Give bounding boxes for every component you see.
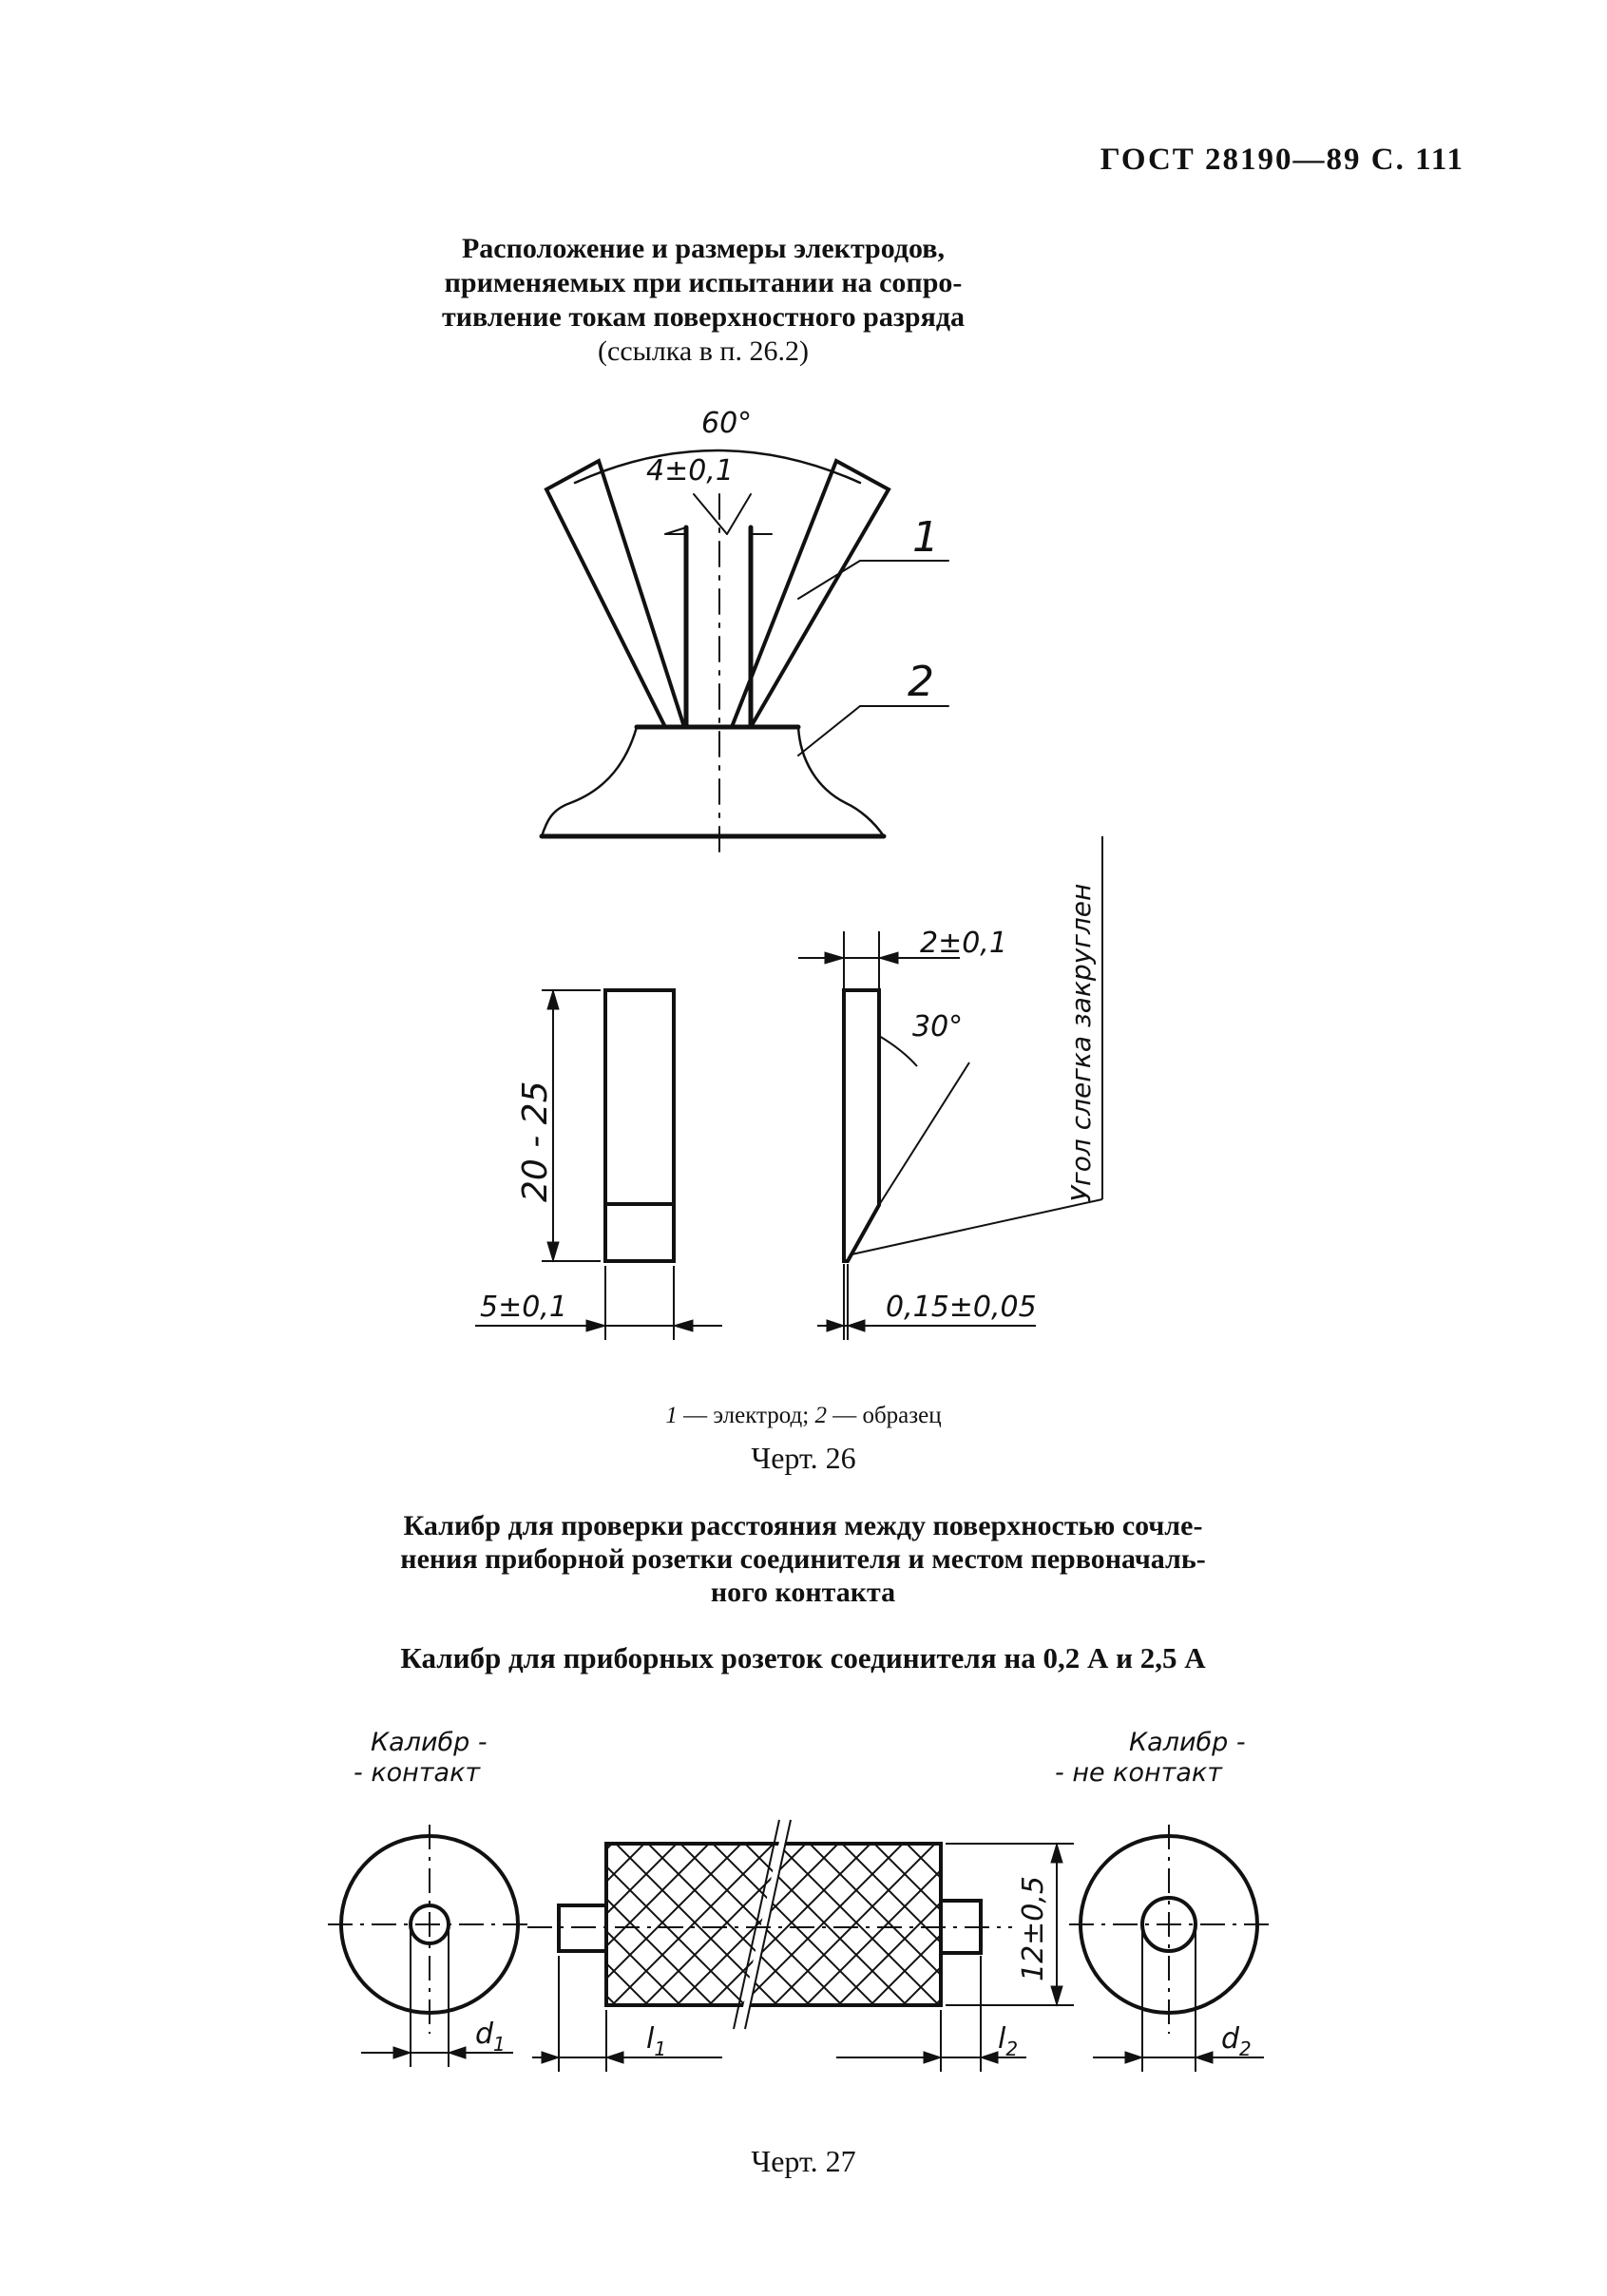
- label-gauge-no-contact-2: - не контакт: [1055, 1758, 1223, 1788]
- callout-specimen: 2: [908, 658, 934, 706]
- electrode-assembly-view: [539, 449, 949, 856]
- dim-angle-30: 30°: [912, 1010, 963, 1043]
- callout-electrode: 1: [912, 513, 939, 562]
- label-gauge-contact-2: - контакт: [354, 1758, 481, 1788]
- dim-thickness-2: 2±0,1: [920, 927, 1007, 960]
- left-electrode: [544, 458, 687, 729]
- label-gauge-no-contact-1: Калибр -: [1129, 1728, 1246, 1757]
- figure-27-title-line: ного контакта: [710, 1577, 896, 1608]
- dim-l2: l2: [998, 2022, 1018, 2060]
- dim-gap: 4±0,1: [646, 454, 734, 488]
- electrode-front-view: [475, 988, 722, 1340]
- figure-27-subtitle: Калибр для приборных розеток соединителя…: [400, 1641, 1206, 1674]
- figure-26-caption: Черт. 26: [751, 1441, 856, 1475]
- dim-l1: l1: [646, 2022, 666, 2060]
- dim-d1: d1: [475, 2018, 506, 2056]
- legend-text-2: — образец: [832, 1403, 942, 1428]
- note-corner-rounded: Угол слегка закруглен: [1065, 884, 1097, 1202]
- legend-number-1: 1: [665, 1403, 678, 1428]
- dim-height-20-25: 20 - 25: [516, 1081, 555, 1203]
- figure-26-title: Расположение и размеры электродов, приме…: [285, 232, 1121, 369]
- figure-27-title-line: Калибр для проверки расстояния между пов…: [403, 1510, 1203, 1541]
- figure-26-title-line: тивление токам поверхностного разряда: [441, 301, 966, 333]
- gauge-right-end-view: [1069, 1825, 1273, 2072]
- dim-tip-radius: 0,15±0,05: [886, 1291, 1037, 1324]
- dim-width-5: 5±0,1: [480, 1291, 567, 1324]
- dim-d2: d2: [1221, 2022, 1252, 2060]
- figure-26-reference: (ссылка в п. 26.2): [598, 335, 809, 367]
- electrode-side-view: [798, 836, 1103, 1340]
- dim-height-12: 12±0,5: [1017, 1876, 1050, 1981]
- figure-27-caption: Черт. 27: [751, 2144, 856, 2178]
- legend-text-1: — электрод;: [683, 1403, 810, 1428]
- figure-27-title-line: нения приборной розетки соединителя и ме…: [400, 1543, 1206, 1575]
- dim-angle-top: 60°: [701, 407, 752, 440]
- right-electrode: [729, 458, 891, 729]
- figure-26-legend: 1 — электрод; 2 — образец: [0, 1403, 1607, 1429]
- gauge-left-end-view: [328, 1825, 532, 2067]
- gauge-body-side-view: [527, 1819, 1074, 2072]
- label-gauge-contact-1: Калибр -: [371, 1728, 488, 1757]
- figure-26-title-line: применяемых при испытании на сопро-: [444, 267, 963, 298]
- legend-number-2: 2: [814, 1403, 827, 1428]
- page-header: ГОСТ 28190—89 С. 111: [1100, 143, 1464, 177]
- figure-27-title: Калибр для проверки расстояния между пов…: [285, 1509, 1321, 1609]
- figure-26-title-line: Расположение и размеры электродов,: [461, 233, 946, 264]
- angle-arc-60: [573, 449, 862, 485]
